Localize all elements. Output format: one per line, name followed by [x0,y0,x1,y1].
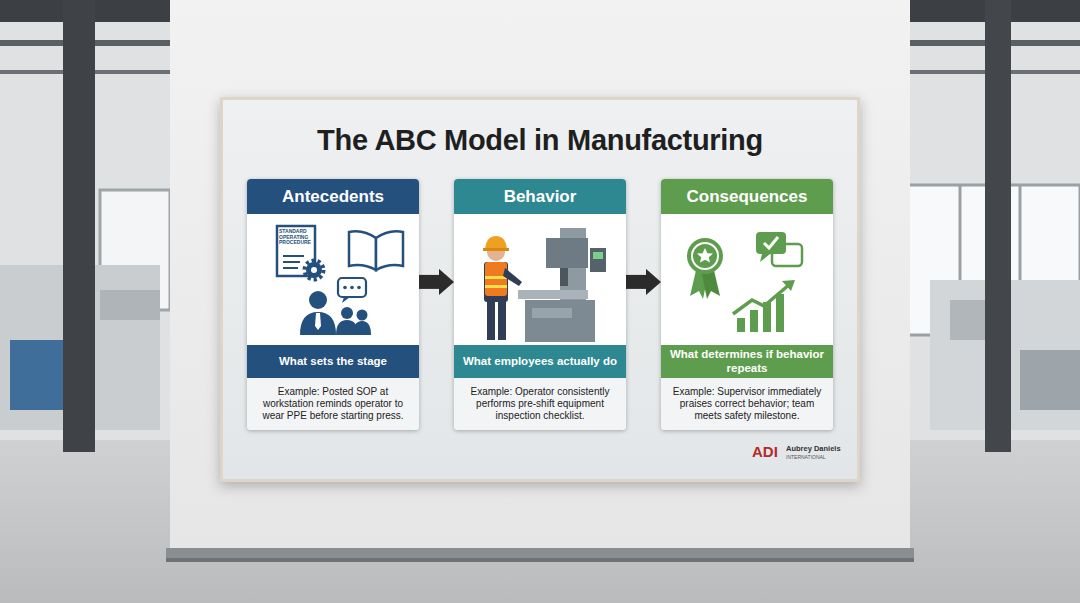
card-example: Example: Operator consistently performs … [454,378,626,430]
sop-document-icon [311,267,317,273]
chat-check-icon [764,237,778,248]
card-heading: Consequences [661,179,833,214]
operator-illustration [485,285,507,288]
machine-illustration [518,290,588,299]
growth-chart-icon [733,280,795,332]
growth-chart-icon [733,284,790,314]
machines [100,290,160,320]
operator-illustration [485,276,507,279]
growth-chart-icon [782,280,795,291]
book-icon [376,231,403,270]
award-icon [687,238,723,299]
machine-illustration [560,268,568,286]
operator-illustration [503,268,522,286]
people-icon [357,286,361,290]
sop-document-icon [306,262,322,278]
sop-document-icon [305,261,324,280]
growth-chart-icon [776,294,784,332]
wall-panel [170,0,910,550]
operator-illustration [483,248,509,251]
card-heading: Behavior [454,179,626,214]
growth-chart-icon [750,310,758,332]
machines [1020,350,1080,410]
abc-card: AntecedentsWhat sets the stageExample: P… [247,179,419,430]
wall-base-shadow [166,558,914,562]
award-icon [692,243,718,269]
machine-illustration [590,248,606,272]
logo-name: Aubrey Daniels [786,445,856,453]
book-icon [349,231,403,270]
award-icon [687,238,723,274]
card-subtitle: What employees actually do [454,345,626,378]
growth-chart-icon [737,318,745,332]
people-icon [338,278,366,297]
document-label: STANDARD OPERATING PROCEDURE [279,229,313,246]
card-heading: Antecedents [247,179,419,214]
people-icon [309,291,327,309]
people-icon [336,320,358,335]
pillars [63,0,95,452]
machine-illustration [593,252,603,259]
sop-document-icon [283,267,298,269]
abc-card: ConsequencesWhat determines if behavior … [661,179,833,430]
people-icon [341,307,353,319]
operator-illustration [498,300,506,340]
operator-illustration [483,236,522,340]
people-icon [353,321,371,335]
operator-illustration [484,262,508,302]
card-example: Example: Supervisor immediately praises … [661,378,833,430]
operator-illustration [485,236,507,250]
sop-document-icon [283,261,300,263]
people-icon [357,310,368,321]
book-icon [349,231,376,270]
diagram-title: The ABC Model in Manufacturing [240,124,840,157]
growth-chart-icon [763,302,771,332]
chat-check-icon [756,232,786,254]
card-subtitle: What sets the stage [247,345,419,378]
logo-subtitle: INTERNATIONAL [786,455,856,460]
people-icon [350,286,354,290]
people-icon [315,313,321,330]
people-icon [300,278,371,335]
chat-check-icon [772,244,802,266]
people-icon [343,286,347,290]
operator-illustration [487,300,495,340]
sop-document-icon [277,226,324,280]
machine-illustration [532,308,572,318]
award-icon [701,266,720,299]
machine-illustration [525,300,595,342]
machine-illustration [546,238,588,268]
card-example: Example: Posted SOP at workstation remin… [247,378,419,430]
chat-check-icon [760,254,770,262]
flow-arrow [419,275,439,289]
sop-document-icon [283,255,304,257]
chat-check-icon [756,232,802,266]
award-icon [697,248,713,263]
pillars [985,0,1011,452]
people-icon [300,312,336,335]
machine-illustration [518,228,606,342]
abc-card: BehaviorWhat employees actually doExampl… [454,179,626,430]
award-icon [690,266,709,299]
sop-document-icon [277,226,315,276]
card-subtitle: What determines if behavior repeats [661,345,833,378]
people-icon [342,297,350,303]
machine-illustration [560,228,586,300]
flow-arrow [626,275,646,289]
operator-illustration [487,243,505,261]
operator-illustration [485,262,507,296]
logo-mark: ADI [752,444,784,459]
